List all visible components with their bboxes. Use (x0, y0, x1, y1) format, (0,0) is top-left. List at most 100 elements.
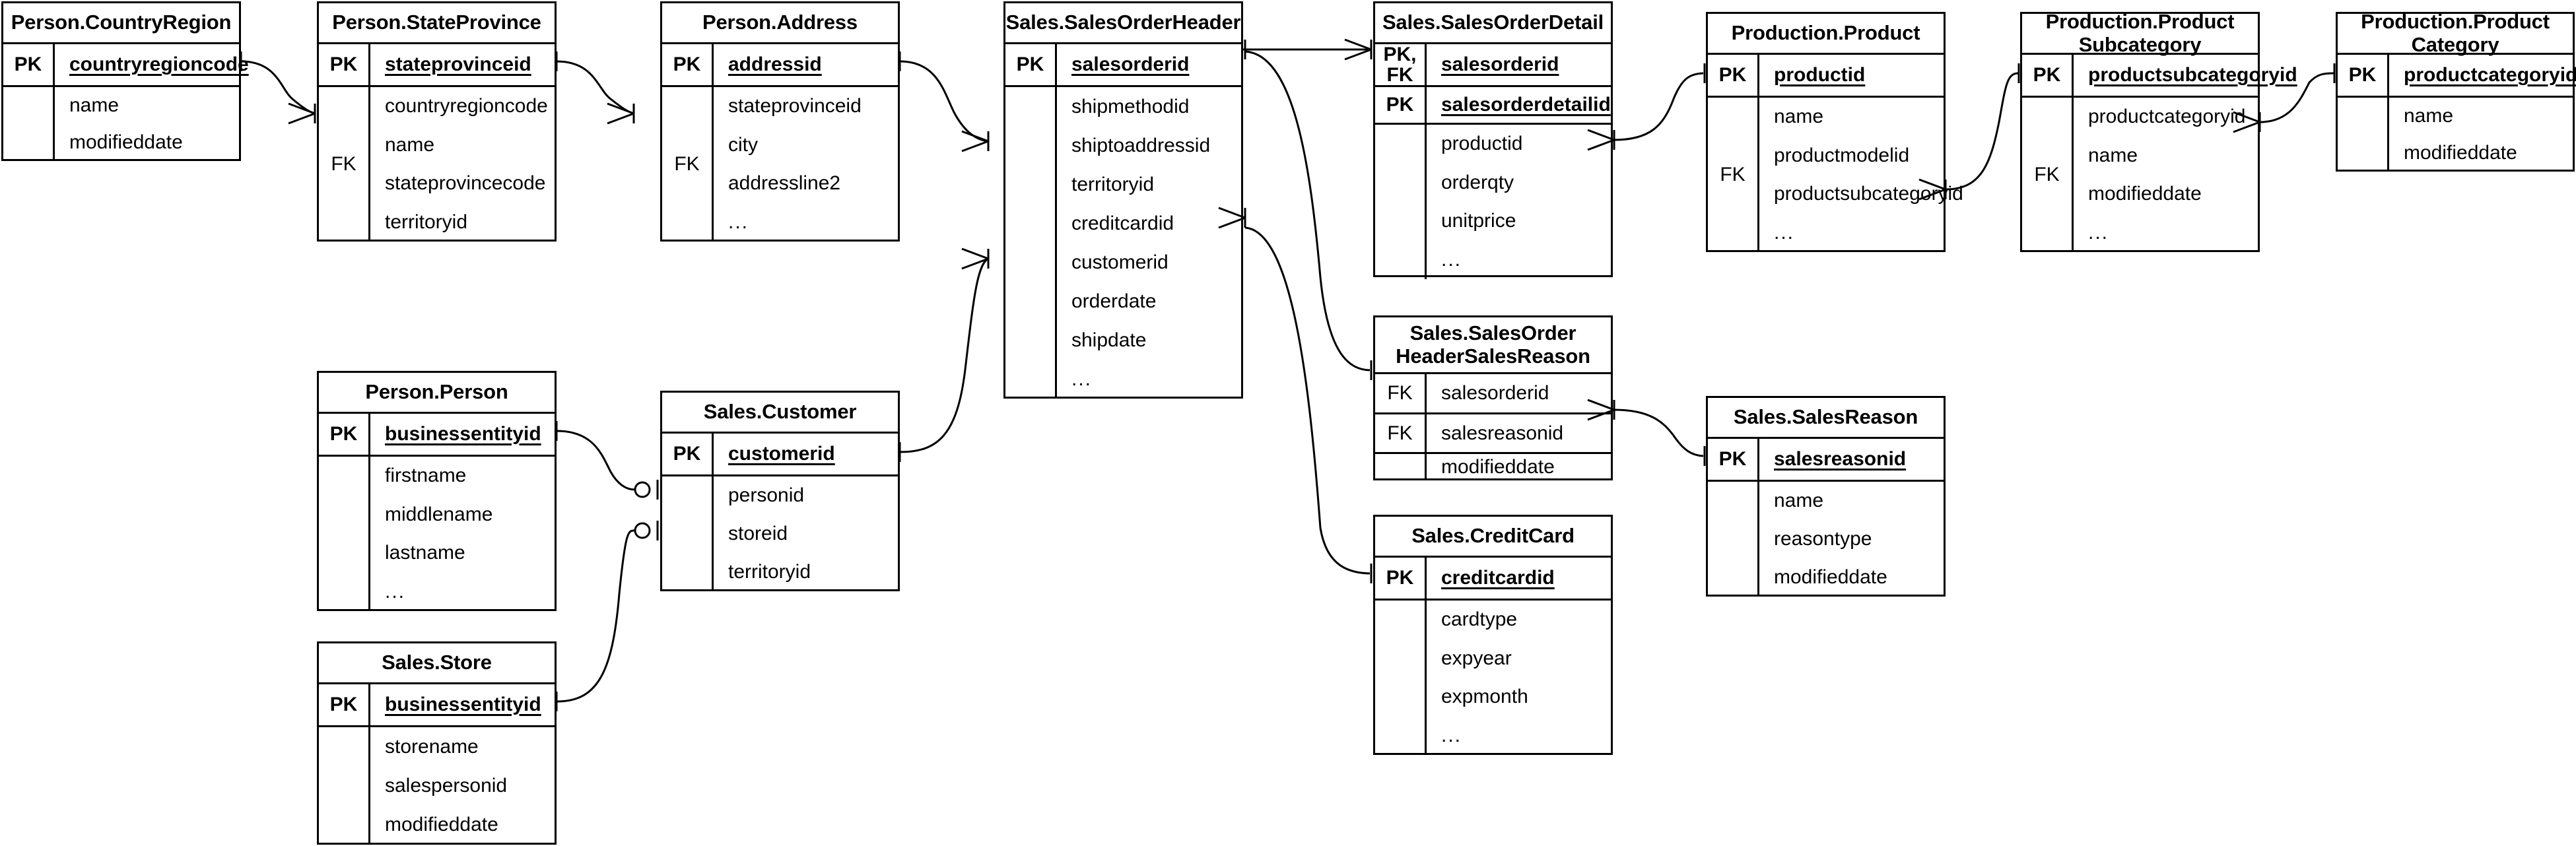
attribute-list: stateprovinceid (370, 44, 555, 85)
attribute-list: modifieddate (1427, 454, 1611, 480)
key-label (3, 87, 55, 161)
attribute: creditcardid (1071, 212, 1174, 234)
attribute: name (385, 133, 435, 156)
connector-stateprovince-address (555, 51, 635, 125)
key-label: FK (1375, 374, 1427, 412)
entity-title: Sales.Customer (662, 393, 898, 434)
attribute: productsubcategoryid (1774, 183, 1963, 205)
primary-key-attribute: customerid (728, 443, 835, 465)
key-label: PK (3, 44, 55, 85)
attribute: expyear (1441, 647, 1512, 669)
attribute: shipdate (1071, 329, 1147, 351)
attribute: name (1774, 106, 1824, 128)
attribute-list: salesorderid (1427, 44, 1611, 85)
attribute: name (1774, 490, 1824, 511)
key-label (1708, 482, 1759, 597)
attribute-list: businessentityid (370, 414, 555, 455)
attribute: territoryid (728, 561, 811, 583)
attribute: lastname (385, 542, 465, 564)
attribute: stateprovinceid (728, 95, 862, 117)
key-label: FK (662, 87, 714, 242)
attribute: firstname (385, 465, 467, 487)
attribute-list: salesreasonid (1759, 439, 1944, 480)
key-label: PK (662, 434, 714, 474)
attribute: territoryid (1071, 173, 1155, 195)
primary-key-attribute: salesorderid (1441, 53, 1559, 75)
attribute-list: salesreasonid (1427, 414, 1611, 452)
primary-key-attribute: creditcardid (1441, 567, 1555, 589)
attribute-list: shipmethodid shiptoaddressid territoryid cr… (1057, 87, 1241, 399)
zero-marker (634, 522, 651, 539)
crowsfoot-marker (288, 102, 316, 125)
attribute: modifieddate (2088, 183, 2202, 205)
key-label (1375, 601, 1427, 755)
attribute: countryregioncode (385, 95, 548, 117)
attribute-block: shipmethodid shiptoaddressid territoryid cr… (1005, 85, 1241, 399)
key-label: PK (1005, 44, 1057, 85)
attribute: shipmethodid (1071, 95, 1190, 117)
attribute: shiptoaddressid (1071, 134, 1211, 156)
attribute: modifieddate (1441, 456, 1555, 478)
attribute-list: productsubcategoryid (2074, 55, 2297, 96)
attribute: ... (1441, 724, 1462, 746)
attribute: modifieddate (1774, 566, 1887, 588)
crowsfoot-marker (961, 130, 990, 152)
attribute-list: countryregioncode (55, 44, 249, 85)
attribute-block: modifieddate (1375, 452, 1611, 480)
attribute-list: salesorderid (1427, 374, 1611, 412)
attribute: productcategoryid (2088, 106, 2246, 128)
crowsfoot-marker (961, 247, 990, 270)
attribute: modifieddate (2404, 142, 2517, 164)
key-label (319, 727, 370, 845)
primary-key-attribute: productcategoryid (2404, 64, 2576, 86)
key-label (1375, 454, 1427, 480)
primary-key-attribute: businessentityid (385, 423, 541, 445)
primary-key-attribute: salesreasonid (1774, 448, 1907, 470)
attribute-list: salesorderid (1057, 44, 1241, 85)
attribute: cardtype (1441, 608, 1518, 631)
key-label: FK (1375, 414, 1427, 452)
key-label (319, 457, 370, 611)
attribute: ... (1441, 248, 1462, 271)
attribute: orderdate (1071, 290, 1157, 312)
attribute-list: productcategoryid (2389, 55, 2576, 96)
attribute: name (69, 94, 119, 116)
attribute-block: PK customerid (662, 434, 898, 474)
key-label: PK (2022, 55, 2074, 96)
attribute: stateprovincecode (385, 172, 546, 195)
key-label: PK,FK (1375, 44, 1427, 85)
attribute-list: businessentityid (370, 684, 555, 725)
primary-key-attribute: salesorderid (1071, 53, 1190, 75)
key-label (662, 476, 714, 591)
